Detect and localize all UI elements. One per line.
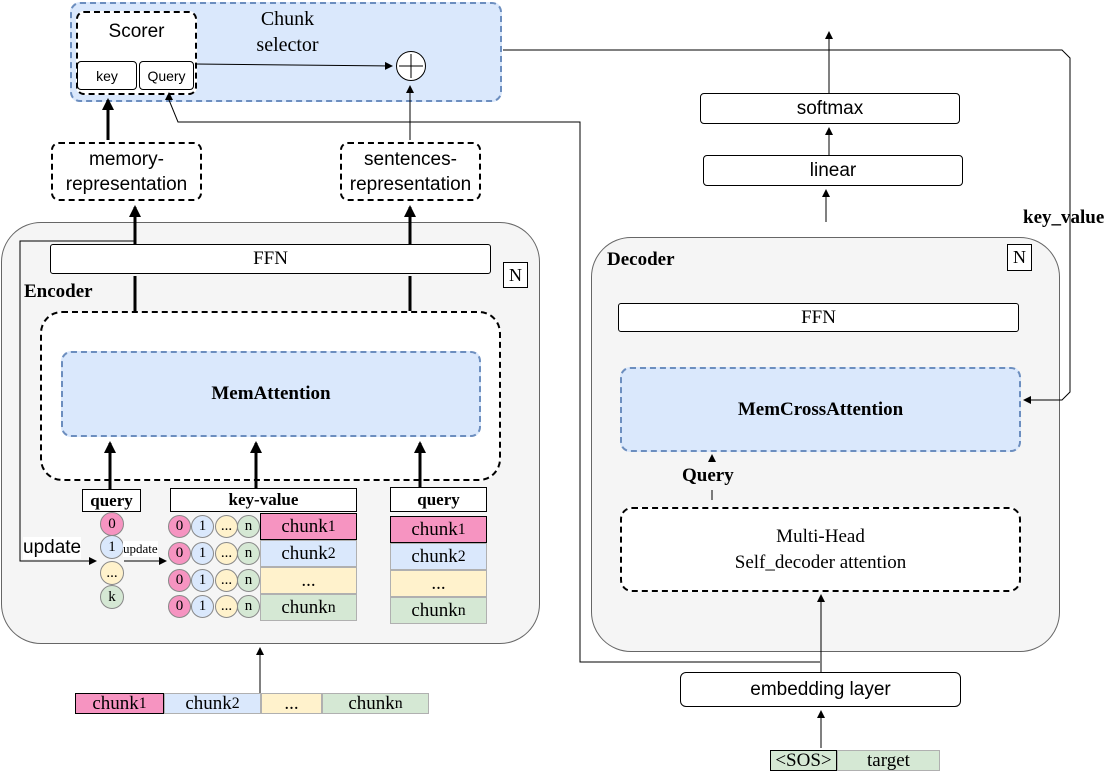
encoder-query-right-label: query xyxy=(390,487,487,512)
kv-circle-0: 0 xyxy=(168,569,191,592)
kv-circle-0: 0 xyxy=(168,542,191,565)
chunk-selector-title: Chunk selector xyxy=(256,8,319,56)
kv-circle-ellipsis: ... xyxy=(215,595,238,618)
query-slot-1: 1 xyxy=(100,535,124,559)
kv-circle-ellipsis: ... xyxy=(215,542,238,565)
encoder-n-box: N xyxy=(503,262,528,288)
kv-circle-0: 0 xyxy=(168,515,191,538)
key-value-output-label: key_value xyxy=(1023,207,1105,228)
kv-circle-n: n xyxy=(237,515,260,538)
kv-circle-n: n xyxy=(237,542,260,565)
query-slot-k: k xyxy=(100,585,124,609)
kv-circle-1: 1 xyxy=(191,595,214,618)
encoder-label: Encoder xyxy=(24,281,93,302)
encoder-ffn-box: FFN xyxy=(50,244,491,274)
kv-circle-0: 0 xyxy=(168,595,191,618)
kv-circle-1: 1 xyxy=(191,515,214,538)
query-slot-0: 0 xyxy=(100,512,124,536)
key-value-row-4: 0 1 ... n xyxy=(166,594,261,620)
kv-circle-ellipsis: ... xyxy=(215,515,238,538)
sum-operator-icon xyxy=(396,51,426,81)
target-token: target xyxy=(837,750,940,771)
decoder-ffn-box: FFN xyxy=(618,303,1019,332)
kv-circle-1: 1 xyxy=(191,542,214,565)
sos-token: <SOS> xyxy=(770,750,837,771)
update-label-small: update xyxy=(123,541,158,557)
decoder-label: Decoder xyxy=(607,249,675,270)
linear-box: linear xyxy=(703,155,963,186)
kv-circle-1: 1 xyxy=(191,569,214,592)
embedding-layer-box: embedding layer xyxy=(680,672,961,707)
softmax-box: softmax xyxy=(700,93,960,124)
sentences-representation-box: sentences- representation xyxy=(340,142,481,201)
mem-cross-attention-box: MemCrossAttention xyxy=(620,367,1021,452)
key-value-row-3: 0 1 ... n xyxy=(166,568,261,594)
key-value-row-1: 0 1 ... n xyxy=(166,514,261,540)
kv-circle-n: n xyxy=(237,595,260,618)
kv-chunk-ellipsis: ... xyxy=(260,567,357,594)
kv-circle-ellipsis: ... xyxy=(215,569,238,592)
input-chunk-ellipsis: ... xyxy=(261,693,322,714)
mem-attention-box: MemAttention xyxy=(61,351,481,437)
scorer-query-box: Query xyxy=(139,61,194,90)
kv-circle-n: n xyxy=(237,569,260,592)
scorer-key-box: key xyxy=(77,61,137,90)
key-value-row-2: 0 1 ... n xyxy=(166,541,261,567)
decoder-n-box: N xyxy=(1007,244,1032,271)
query-chunk-ellipsis: ... xyxy=(390,570,487,597)
encoder-query-left-label: query xyxy=(82,489,141,512)
update-label-left: update xyxy=(23,537,82,559)
self-attention-box: Multi-Head Self_decoder attention xyxy=(620,507,1021,592)
memory-representation-box: memory- representation xyxy=(51,142,202,201)
key-value-label: key-value xyxy=(170,488,357,512)
query-slot-ellipsis: ... xyxy=(100,561,124,585)
decoder-query-label: Query xyxy=(682,465,734,486)
scorer-title: Scorer xyxy=(108,21,165,42)
